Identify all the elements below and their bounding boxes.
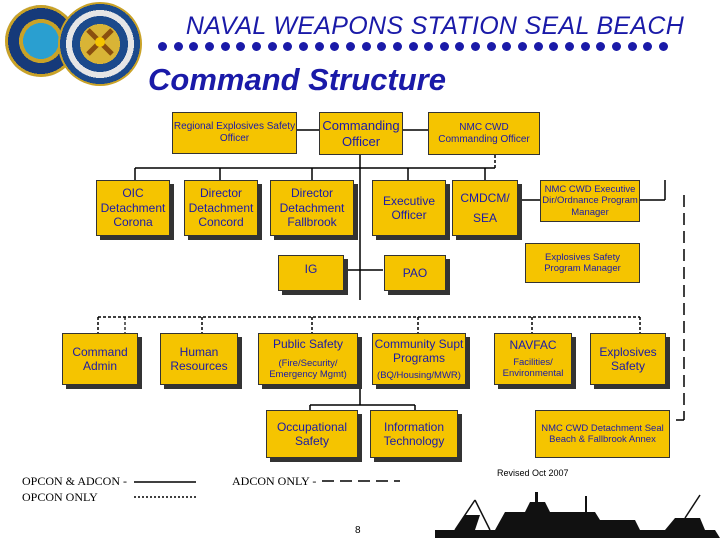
divider-dot (236, 42, 246, 51)
dir-fallbrook-label: Director Detachment Fallbrook (279, 186, 345, 230)
divider-dot (424, 42, 434, 51)
divider-dot (408, 42, 418, 51)
explosives-safety-pm-label: Explosives Safety Program Manager (544, 251, 621, 274)
nmc-exec-dir-label: NMC CWD Executive Dir/Ordnance Program M… (542, 183, 638, 218)
sea-label: SEA (472, 211, 497, 225)
box-nmc-cwd-executive-dir: NMC CWD Executive Dir/Ordnance Program M… (540, 180, 640, 222)
divider-dot (345, 42, 355, 51)
box-ig: IG (278, 255, 344, 291)
divider-dot (455, 42, 465, 51)
box-navfac: NAVFAC Facilities/ Environmental (494, 333, 572, 385)
divider-dot (471, 42, 481, 51)
divider-dot (502, 42, 512, 51)
legend-opcon-adcon: OPCON & ADCON - (22, 474, 128, 488)
box-information-technology: Information Technology (370, 410, 458, 458)
box-public-safety: Public Safety (Fire/Security/ Emergency … (258, 333, 358, 385)
divider-dot (189, 42, 199, 51)
crossed-munitions-icon (86, 28, 114, 56)
box-explosives-safety-program-manager: Explosives Safety Program Manager (525, 243, 640, 283)
dir-concord-label: Director Detachment Concord (188, 186, 254, 230)
divider-dot (283, 42, 293, 51)
divider-dot (392, 42, 402, 51)
divider-dot (158, 42, 167, 51)
command-admin-label: Command Admin (72, 344, 128, 373)
nmc-detachment-label: NMC CWD Detachment Seal Beach & Fallbroo… (541, 422, 664, 445)
divider-dot (251, 42, 261, 51)
divider-dot (659, 42, 668, 51)
box-regional-explosives-safety-officer: Regional Explosives Safety Officer (172, 112, 297, 154)
public-safety-title: Public Safety (272, 337, 344, 352)
box-commanding-officer: Commanding Officer (319, 112, 403, 155)
divider-dot (298, 42, 308, 51)
public-safety-sub: (Fire/Security/ Emergency Mgmt) (269, 357, 347, 381)
human-resources-label: Human Resources (170, 344, 228, 373)
divider-dot (361, 42, 371, 51)
community-sub: (BQ/Housing/MWR) (377, 369, 461, 381)
page-number: 8 (355, 525, 361, 536)
page-subtitle: Command Structure (148, 62, 446, 97)
box-nmc-cwd-detachment: NMC CWD Detachment Seal Beach & Fallbroo… (535, 410, 670, 458)
divider-dot (220, 42, 230, 51)
divider-dot (612, 42, 622, 51)
pao-label: PAO (402, 265, 428, 280)
navfac-title: NAVFAC (509, 338, 557, 353)
navfac-sub: Facilities/ Environmental (502, 356, 564, 380)
divider-dot (565, 42, 575, 51)
cmdcm-label: CMDCM/ (460, 190, 510, 205)
executive-officer-label: Executive Officer (382, 193, 436, 222)
box-command-admin: Command Admin (62, 333, 138, 385)
information-technology-label: Information Technology (383, 419, 445, 448)
legend-opcon-only: OPCON ONLY (22, 490, 98, 504)
box-cmdcm-sea: CMDCM/ SEA (452, 180, 518, 236)
divider-dot (580, 42, 590, 51)
divider-dot (314, 42, 324, 51)
regional-explosives-label: Regional Explosives Safety Officer (173, 121, 296, 144)
divider-dot (627, 42, 637, 51)
box-director-detachment-concord: Director Detachment Concord (184, 180, 258, 236)
divider-dot (377, 42, 387, 51)
ig-label: IG (304, 262, 318, 276)
divider-dot (518, 42, 528, 51)
divider-dot (204, 42, 214, 51)
divider-dot (486, 42, 496, 51)
divider-dot (173, 42, 183, 51)
dot-divider (158, 42, 668, 52)
divider-dot (549, 42, 559, 51)
box-nmc-cwd-commanding-officer: NMC CWD Commanding Officer (428, 112, 540, 155)
box-occupational-safety: Occupational Safety (266, 410, 358, 458)
community-title: Community Supt Programs (374, 336, 464, 366)
box-human-resources: Human Resources (160, 333, 238, 385)
box-explosives-safety: Explosives Safety (590, 333, 666, 385)
divider-dot (596, 42, 606, 51)
divider-dot (267, 42, 277, 51)
commanding-officer-label: Commanding Officer (322, 117, 400, 149)
page-title: NAVAL WEAPONS STATION SEAL BEACH (185, 12, 685, 40)
divider-dot (330, 42, 340, 51)
ship-silhouette-icon (435, 492, 720, 538)
box-oic-detachment-corona: OIC Detachment Corona (96, 180, 170, 236)
divider-dot (643, 42, 653, 51)
divider-dot (439, 42, 449, 51)
occupational-safety-label: Occupational Safety (276, 419, 348, 448)
box-pao: PAO (384, 255, 446, 291)
explosives-safety-label: Explosives Safety (599, 344, 657, 373)
box-director-detachment-fallbrook: Director Detachment Fallbrook (270, 180, 354, 236)
legend-adcon-only: ADCON ONLY - (232, 474, 317, 488)
box-executive-officer: Executive Officer (372, 180, 446, 236)
oic-corona-label: OIC Detachment Corona (100, 186, 166, 230)
nmc-cwd-co-label: NMC CWD Commanding Officer (438, 121, 530, 145)
box-community-supt-programs: Community Supt Programs (BQ/Housing/MWR) (372, 333, 466, 385)
divider-dot (533, 42, 543, 51)
revised-date: Revised Oct 2007 (497, 468, 569, 478)
